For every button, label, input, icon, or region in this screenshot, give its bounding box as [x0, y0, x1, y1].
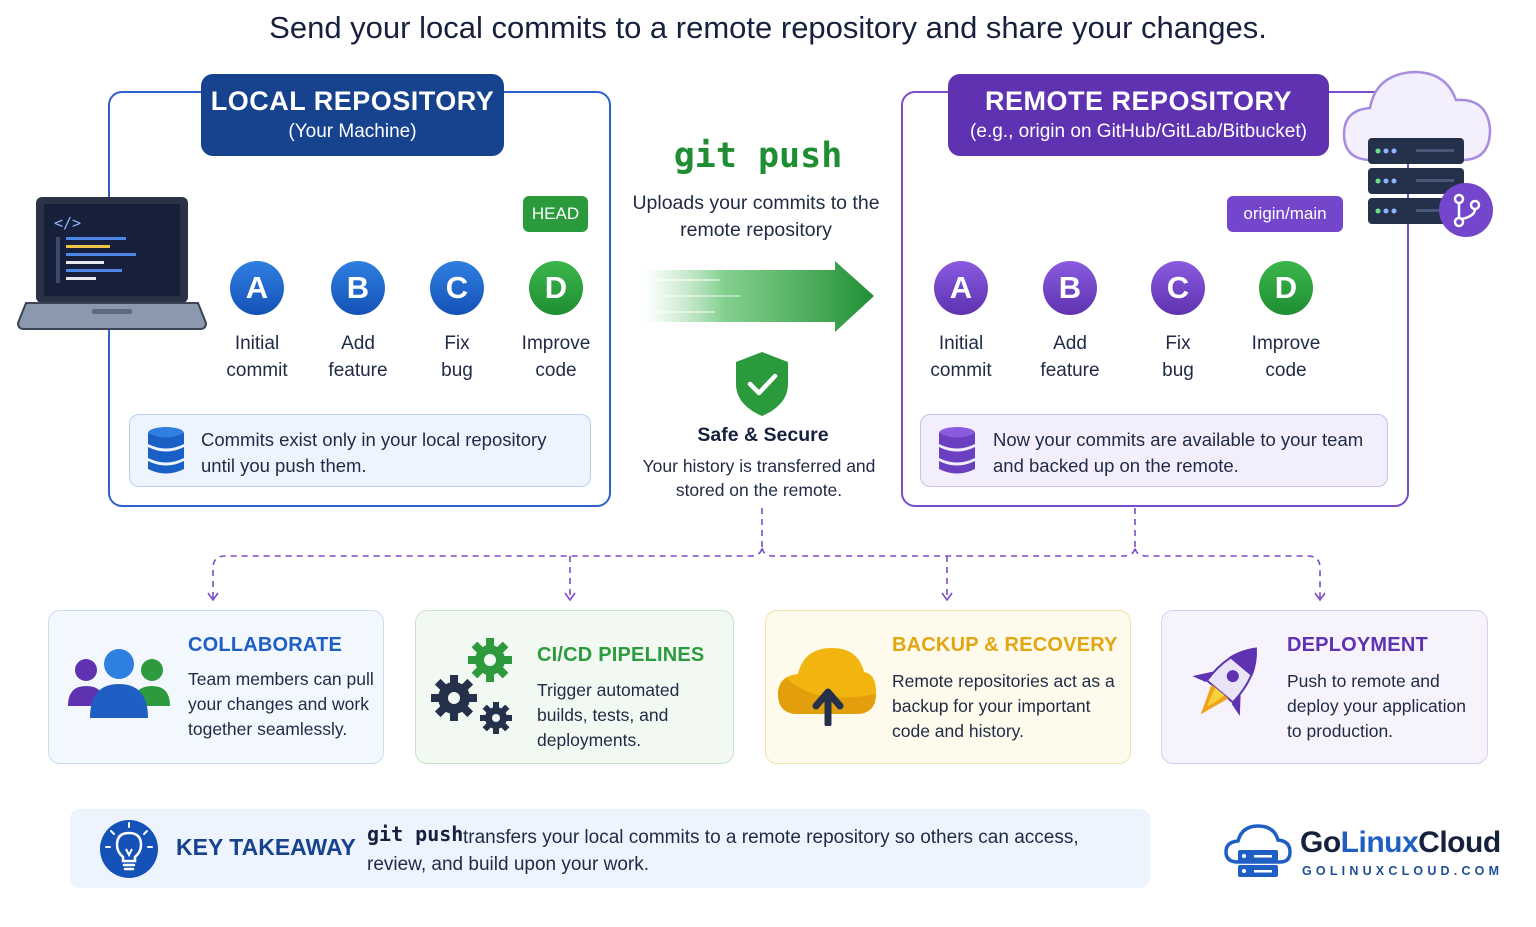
- key-takeaway-label: KEY TAKEAWAY: [176, 834, 356, 860]
- remote-header-subtitle: (e.g., origin on GitHub/GitLab/Bitbucket…: [970, 121, 1307, 142]
- local-note-text: Commits exist only in your local reposit…: [201, 429, 547, 476]
- remote-commit-d[interactable]: D: [1259, 261, 1313, 315]
- remote-commit-b[interactable]: B: [1043, 261, 1097, 315]
- deployment-card: [1161, 610, 1488, 764]
- origin-main-tag: origin/main: [1227, 196, 1343, 232]
- local-commit-c[interactable]: C: [430, 261, 484, 315]
- shield-check-icon: [736, 352, 788, 416]
- deployment-body: Push to remote and deploy your applicati…: [1287, 671, 1467, 741]
- logo-name: GoLinuxCloud: [1300, 826, 1501, 859]
- laptop-icon: </>: [16, 197, 208, 330]
- remote-commit-c[interactable]: C: [1151, 261, 1205, 315]
- remote-note-text: Now your commits are available to your t…: [993, 429, 1364, 476]
- git-push-description: Uploads your commits to the remote repos…: [632, 192, 880, 241]
- remote-header-title: REMOTE REPOSITORY: [984, 86, 1293, 116]
- svg-text:</>: </>: [54, 214, 81, 232]
- page-title: Send your local commits to a remote repo…: [269, 10, 1267, 45]
- cicd-body: Trigger automated builds, tests, and dep…: [537, 680, 680, 750]
- key-takeaway-text: transfers your local commits to a remote…: [367, 827, 1079, 875]
- local-commit-b[interactable]: B: [331, 261, 385, 315]
- local-repository-header: LOCAL REPOSITORY (Your Machine): [201, 74, 504, 156]
- key-takeaway-banner: [70, 809, 1150, 888]
- rocket-icon: [1192, 647, 1257, 716]
- collaborate-body: Team members can pull your changes and w…: [188, 669, 374, 739]
- collaborate-title: COLLABORATE: [188, 634, 343, 656]
- collaborate-card: [48, 610, 384, 764]
- key-takeaway-command: git push: [367, 822, 464, 846]
- logo-domain: GOLINUXCLOUD.COM: [1302, 864, 1504, 878]
- distribution-lines: [212, 508, 1321, 598]
- database-icon: [148, 427, 184, 474]
- remote-note: [920, 414, 1388, 487]
- cloud-server-icon: [1342, 70, 1493, 237]
- push-arrow: [645, 261, 874, 332]
- distribution-arrowheads: [207, 592, 1326, 602]
- backup-body: Remote repositories act as a backup for …: [892, 671, 1115, 741]
- golinuxcloud-logo-icon: [1224, 824, 1292, 877]
- git-push-title: git push: [673, 136, 843, 176]
- remote-commit-a[interactable]: A: [934, 261, 988, 315]
- team-icon: [68, 649, 170, 718]
- head-tag: HEAD: [523, 196, 588, 232]
- database-icon: [939, 427, 975, 474]
- local-header-title: LOCAL REPOSITORY: [210, 86, 495, 116]
- cicd-title: CI/CD PIPELINES: [537, 644, 705, 666]
- deployment-title: DEPLOYMENT: [1287, 634, 1428, 656]
- local-note: [129, 414, 591, 487]
- lightbulb-icon: [100, 820, 158, 878]
- local-commit-d[interactable]: D: [529, 261, 583, 315]
- cloud-upload-icon: [778, 648, 876, 726]
- safe-secure-description: Your history is transferred and stored o…: [642, 456, 876, 500]
- remote-repository-header: REMOTE REPOSITORY (e.g., origin on GitHu…: [948, 74, 1329, 156]
- local-commit-a[interactable]: A: [230, 261, 284, 315]
- local-header-subtitle: (Your Machine): [288, 121, 417, 142]
- backup-title: BACKUP & RECOVERY: [892, 634, 1118, 656]
- gears-icon: [431, 638, 512, 734]
- safe-secure-title: Safe & Secure: [697, 424, 829, 446]
